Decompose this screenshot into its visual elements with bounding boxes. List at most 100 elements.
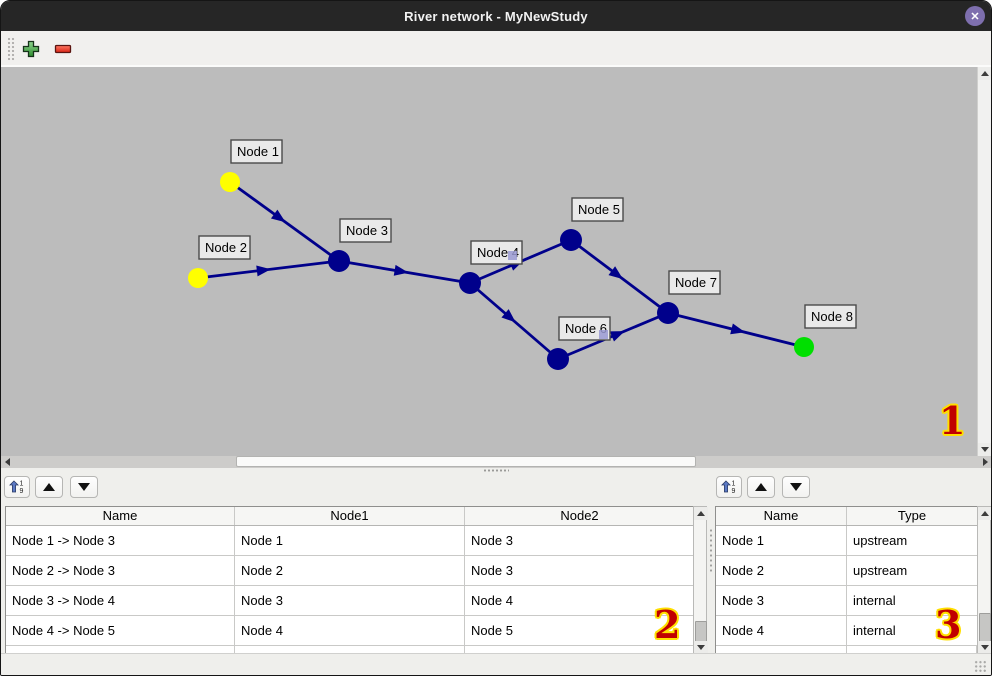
- down-arrow-icon: [981, 447, 989, 452]
- minus-icon: [54, 44, 72, 54]
- graph-node-label: Node 5: [578, 202, 620, 217]
- up-arrow-icon: [981, 511, 989, 516]
- scroll-down-button[interactable]: [978, 443, 991, 456]
- splitter-grip-icon: [483, 469, 509, 472]
- nodes-move-down-button[interactable]: [782, 476, 810, 498]
- nodes-move-up-button[interactable]: [747, 476, 775, 498]
- nodes-table-header: Name Type: [716, 507, 977, 526]
- graph-node[interactable]: [547, 348, 569, 370]
- graph-node[interactable]: [220, 172, 240, 192]
- links-sort-button[interactable]: 1 9: [4, 476, 30, 498]
- graph-node[interactable]: [188, 268, 208, 288]
- close-icon: ✕: [970, 10, 980, 23]
- graph-node[interactable]: [328, 250, 350, 272]
- horizontal-scroll-thumb[interactable]: [236, 456, 696, 467]
- horizontal-splitter[interactable]: [1, 468, 991, 473]
- right-arrow-icon: [982, 458, 988, 466]
- nodes-table-scrollbar[interactable]: [977, 506, 991, 655]
- scroll-left-button[interactable]: [1, 456, 13, 468]
- column-header[interactable]: Node1: [235, 507, 465, 525]
- graph-node-label: Node 7: [675, 275, 717, 290]
- resize-grip[interactable]: [974, 660, 987, 673]
- edge-arrow-icon: [501, 309, 516, 323]
- up-arrow-icon: [981, 71, 989, 76]
- down-arrow-icon: [697, 645, 705, 650]
- annotation-1: 1: [939, 398, 966, 443]
- graph-node-label: Node 3: [346, 223, 388, 238]
- graph-node[interactable]: [459, 272, 481, 294]
- add-node-button[interactable]: [19, 37, 43, 61]
- graph-node-label-box: [230, 139, 283, 164]
- graph-node[interactable]: [794, 337, 814, 357]
- status-bar: [1, 653, 991, 675]
- scroll-up-button[interactable]: [978, 67, 991, 80]
- graph-node-label-box: [804, 304, 857, 329]
- svg-text:9: 9: [20, 488, 24, 495]
- left-arrow-icon: [4, 458, 10, 466]
- links-move-up-button[interactable]: [35, 476, 63, 498]
- table-row[interactable]: Node 2 upstream: [716, 556, 977, 586]
- graph-node-label: Node 8: [811, 309, 853, 324]
- scroll-down-button[interactable]: [694, 641, 708, 654]
- canvas-vertical-scrollbar[interactable]: [977, 67, 991, 456]
- sort-icon: 1 9: [721, 480, 736, 495]
- table-row[interactable]: Node 2 -> Node 3 Node 2 Node 3: [6, 556, 694, 586]
- arrow-ghost-mark: [599, 330, 608, 339]
- edge-arrow-icon: [730, 323, 746, 335]
- down-arrow-icon: [78, 483, 90, 491]
- scroll-up-button[interactable]: [694, 507, 708, 520]
- up-arrow-icon: [755, 483, 767, 491]
- remove-node-button[interactable]: [51, 37, 75, 61]
- scroll-thumb[interactable]: [979, 613, 991, 643]
- annotation-3: 3: [935, 602, 962, 647]
- scroll-right-button[interactable]: [979, 456, 991, 468]
- edge-arrow-icon: [270, 209, 286, 223]
- column-header[interactable]: Node2: [560, 508, 599, 523]
- column-header[interactable]: Type: [897, 508, 927, 523]
- column-header[interactable]: Name: [716, 507, 847, 525]
- edge-arrow-icon: [609, 331, 625, 342]
- plus-icon: [22, 40, 40, 58]
- nodes-sort-button[interactable]: 1 9: [716, 476, 742, 498]
- graph-node-label-box: [668, 270, 721, 295]
- table-row[interactable]: Node 4 internal: [716, 616, 977, 646]
- table-row[interactable]: Node 1 -> Node 3 Node 1 Node 3: [6, 526, 694, 556]
- up-arrow-icon: [697, 511, 705, 516]
- canvas-horizontal-scrollbar[interactable]: [1, 456, 991, 468]
- table-row[interactable]: Node 4 -> Node 5 Node 4 Node 5: [6, 616, 694, 646]
- sort-icon: 1 9: [9, 480, 24, 495]
- vertical-splitter[interactable]: [709, 528, 713, 574]
- links-table-scrollbar[interactable]: [693, 506, 708, 673]
- graph-node-label-box: [571, 197, 624, 222]
- table-row[interactable]: Node 3 internal: [716, 586, 977, 616]
- close-button[interactable]: ✕: [965, 6, 985, 26]
- edge-arrow-icon: [393, 264, 409, 276]
- down-arrow-icon: [790, 483, 802, 491]
- svg-text:1: 1: [732, 481, 736, 488]
- arrow-ghost-mark: [508, 251, 517, 260]
- graph-node-label: Node 6: [565, 321, 607, 336]
- edge-arrow-icon: [256, 265, 271, 277]
- annotation-2: 2: [654, 602, 681, 647]
- toolbar-grip[interactable]: [7, 37, 15, 61]
- links-table-header: Name Node1 Node2: [6, 507, 694, 526]
- scroll-down-button[interactable]: [978, 641, 991, 654]
- scroll-up-button[interactable]: [978, 507, 991, 520]
- graph-node-label-box: [339, 218, 392, 243]
- window-title: River network - MyNewStudy: [404, 8, 588, 24]
- graph-node[interactable]: [560, 229, 582, 251]
- links-move-down-button[interactable]: [70, 476, 98, 498]
- toolbar: [1, 31, 991, 68]
- graph-node-label: Node 2: [205, 240, 247, 255]
- column-header[interactable]: Name: [6, 507, 235, 525]
- table-row[interactable]: Node 1 upstream: [716, 526, 977, 556]
- svg-text:9: 9: [732, 488, 736, 495]
- graph-node[interactable]: [657, 302, 679, 324]
- titlebar[interactable]: River network - MyNewStudy ✕: [1, 1, 991, 31]
- bottom-panels: 1 9 Name Node1 Node2 Node 1 -> Node 3 No…: [1, 473, 991, 673]
- edge-arrow-icon: [608, 266, 623, 280]
- table-row[interactable]: Node 3 -> Node 4 Node 3 Node 4: [6, 586, 694, 616]
